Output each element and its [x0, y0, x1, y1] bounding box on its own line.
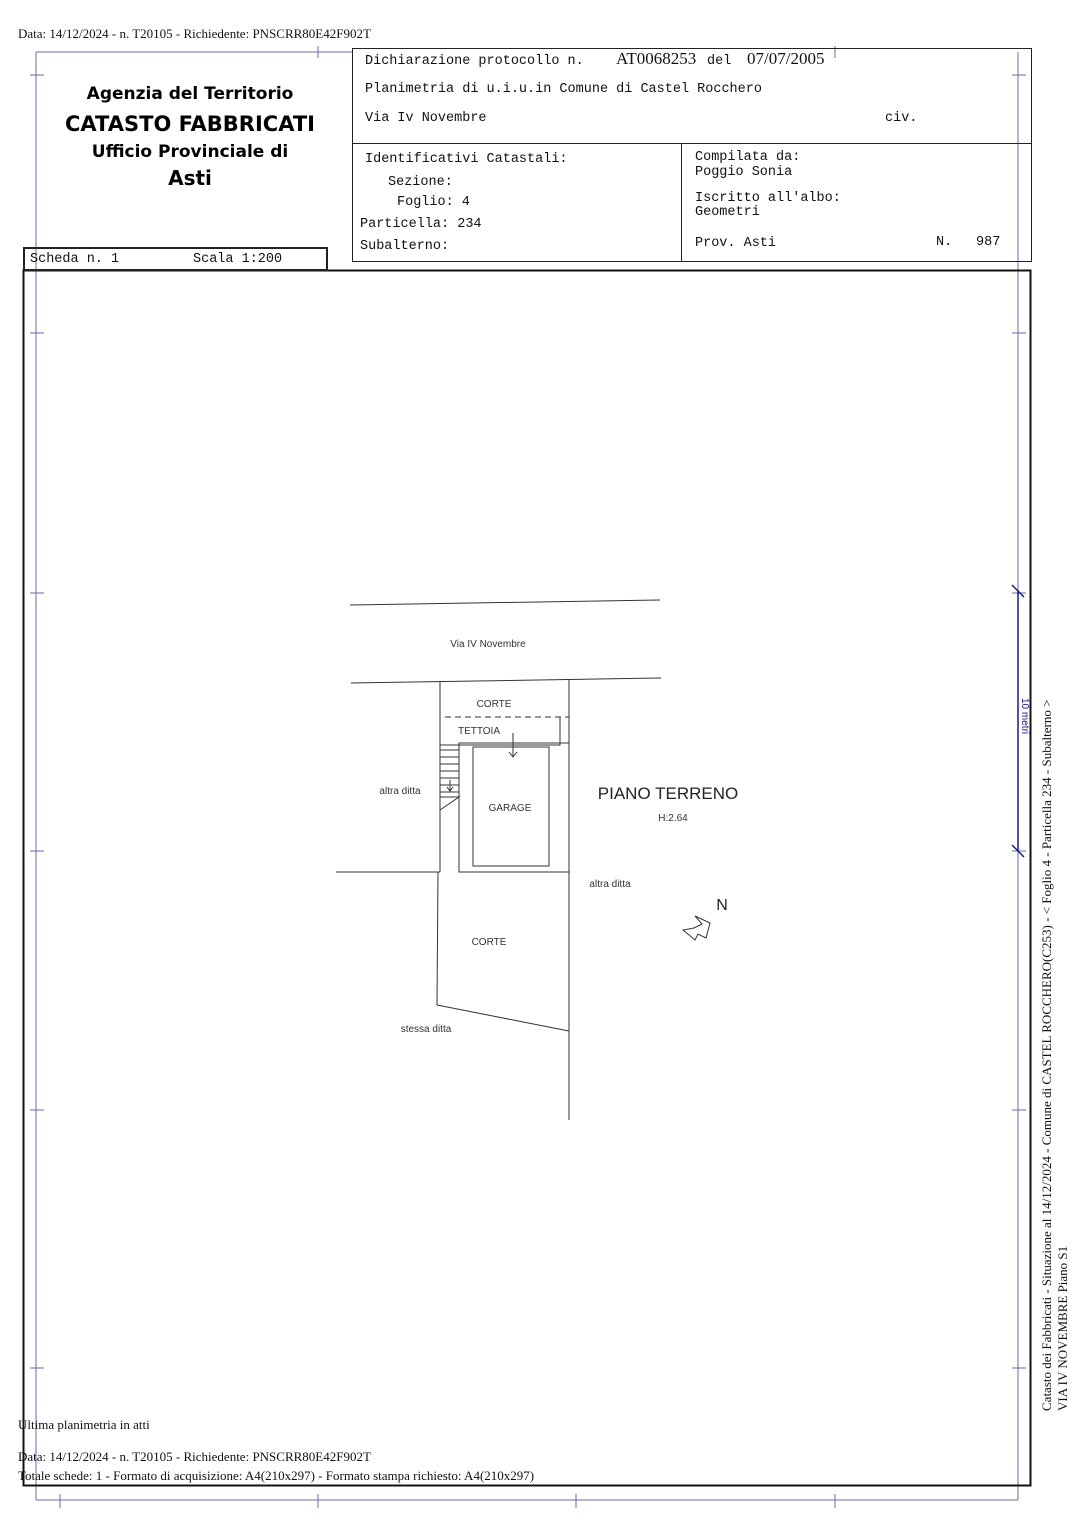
compiled-by-label: Compilata da: — [695, 150, 801, 165]
subalterno-field: Subalterno: — [360, 239, 450, 254]
province-name: Asti — [168, 166, 212, 190]
sezione-field: Sezione: — [388, 175, 453, 190]
compiler-box: Compilata da: Poggio Sonia Iscritto all'… — [681, 143, 1032, 262]
height-label: H:2.64 — [658, 813, 688, 824]
stessa-ditta-label: stessa ditta — [401, 1024, 452, 1035]
side-text-line1: Catasto dei Fabbricati - Situazione al 1… — [1039, 699, 1054, 1411]
compiler-name: Poggio Sonia — [695, 165, 793, 180]
corte-bottom-label: CORTE — [472, 937, 507, 948]
civ-label: civ. — [885, 111, 918, 126]
altra-ditta-right-label: altra ditta — [589, 879, 631, 890]
albo-label: Iscritto all'albo: — [695, 191, 841, 206]
n-value: 987 — [976, 235, 1001, 250]
altra-ditta-left-label: altra ditta — [379, 786, 421, 797]
corte-top-label: CORTE — [477, 699, 512, 710]
ufficio-label: Ufficio Provinciale di — [91, 142, 289, 162]
scale-label: Scala 1:200 — [193, 252, 283, 267]
garage-label: GARAGE — [489, 803, 532, 814]
side-text-line2: VIA IV NOVEMBRE Piano S1 — [1055, 1245, 1070, 1411]
province-code: Prov. Asti — [695, 236, 777, 251]
foglio-field: Foglio: 4 — [397, 195, 470, 210]
protocol-del: del — [707, 54, 732, 69]
albo-value: Geometri — [695, 205, 760, 220]
protocol-number: AT0068253 — [616, 49, 697, 68]
footer-data: Data: 14/12/2024 - n. T20105 - Richieden… — [18, 1449, 371, 1464]
planimetria-line: Planimetria di u.i.u.in Comune di Castel… — [365, 82, 762, 97]
north-label: N — [716, 897, 728, 914]
identifiers-title: Identificativi Catastali: — [365, 152, 568, 167]
protocol-prefix: Dichiarazione protocollo n. — [365, 54, 584, 69]
scheda-box: Scheda n. 1 Scala 1:200 — [23, 247, 328, 271]
scale-bar-label: 10 metri — [1019, 698, 1030, 734]
piano-label: PIANO TERRENO — [598, 784, 738, 803]
scheda-label: Scheda n. 1 — [30, 252, 120, 267]
top-header: Data: 14/12/2024 - n. T20105 - Richieden… — [18, 26, 371, 41]
catasto-title: CATASTO FABBRICATI — [65, 112, 315, 136]
street-line: Via Iv Novembre — [365, 111, 487, 126]
street-label: Via IV Novembre — [450, 639, 526, 650]
particella-field: Particella: 234 — [360, 217, 482, 232]
identifiers-box: Identificativi Catastali: Sezione: Fogli… — [352, 143, 682, 262]
tettoia-label: TETTOIA — [458, 726, 500, 737]
street-line-top — [349, 599, 661, 606]
footer-totale: Totale schede: 1 - Formato di acquisizio… — [18, 1468, 535, 1483]
ultima-planimetria: Ultima planimetria in atti — [18, 1417, 150, 1432]
n-label: N. — [936, 235, 953, 250]
protocol-date: 07/07/2005 — [747, 49, 825, 68]
agency-name: Agenzia del Territorio — [86, 84, 294, 104]
street-line-bottom — [350, 677, 662, 684]
